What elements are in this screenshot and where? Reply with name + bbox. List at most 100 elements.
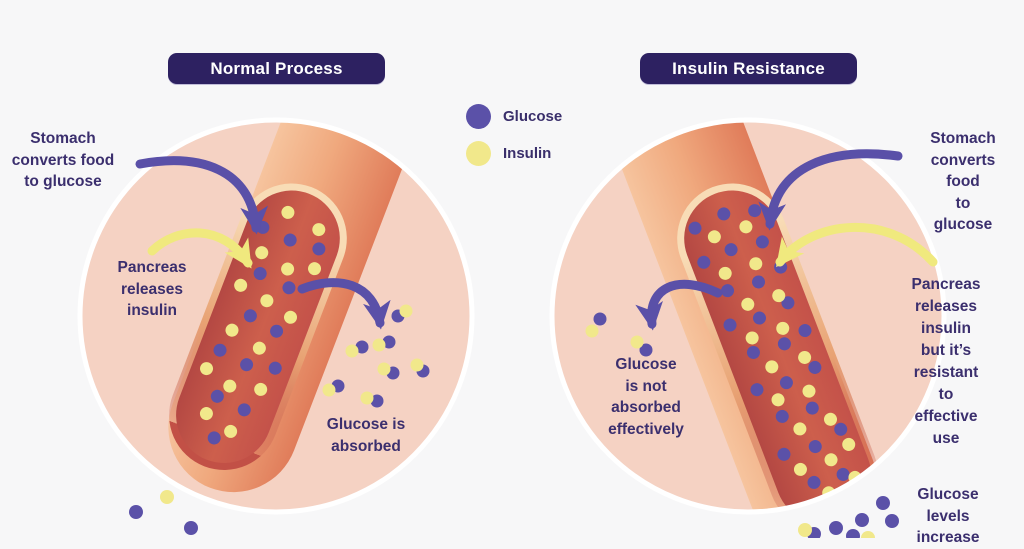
insulin-dot [372, 338, 386, 352]
insulin-dot [585, 324, 599, 338]
glucose-dot [370, 394, 384, 408]
glucose-dot [717, 207, 731, 221]
glucose-dot [184, 521, 198, 535]
insulin-dot [772, 289, 786, 303]
legend-row-glucose: Glucose [466, 103, 562, 129]
left-absorb-arrow [297, 278, 391, 330]
glucose-dot [382, 335, 396, 349]
glucose-dot [831, 498, 845, 510]
insulin-dot [308, 262, 322, 276]
glucose-dot [750, 383, 764, 397]
absorbed-glucose-insulin-pairs [322, 304, 430, 408]
right-result-label: Glucose is not absorbed effectively [608, 356, 684, 438]
insulin-dot [739, 220, 753, 234]
glucose-dot [724, 243, 738, 257]
glucose-dot [755, 235, 769, 249]
right-title: Insulin Resistance [672, 58, 825, 78]
right-pancreas-label: Pancreas releases insulin but it’s resis… [911, 276, 981, 447]
insulin-dot [771, 393, 785, 407]
insulin-dot [798, 523, 812, 537]
insulin-dot [284, 310, 298, 324]
insulin-dot [199, 407, 213, 421]
glucose-spill-dots [798, 496, 899, 538]
glucose-dot [805, 401, 819, 415]
insulin-dot [823, 412, 837, 426]
insulin-dot [707, 230, 721, 244]
glucose-dot [798, 324, 812, 338]
insulin-dot [410, 358, 424, 372]
glucose-dot [688, 221, 702, 235]
glucose-dot [752, 275, 766, 289]
glucose-dot [829, 521, 843, 535]
right-lumen-dots [688, 204, 862, 510]
glucose-dot [253, 267, 267, 281]
glucose-increase-label: Glucose levels increase [916, 486, 980, 546]
insulin-dot [224, 424, 238, 438]
left-result-label: Glucose is absorbed [326, 416, 406, 455]
insulin-dot [360, 391, 374, 405]
glucose-dot [268, 361, 282, 375]
insulin-dot [255, 246, 269, 260]
glucose-dot [808, 440, 822, 454]
insulin-dot [817, 507, 831, 510]
glucose-dot [779, 376, 793, 390]
left-title-pill: Normal Process [168, 53, 385, 84]
glucose-dot [834, 422, 848, 436]
left-title: Normal Process [210, 58, 343, 78]
insulin-dot [749, 257, 763, 271]
glucose-dot [836, 467, 850, 481]
right-circle-ring [549, 117, 947, 515]
glucose-dot [213, 343, 227, 357]
insulin-dot [260, 294, 274, 308]
legend-insulin-label: Insulin [503, 144, 552, 162]
left-vessel-group [168, 122, 460, 493]
right-pancreas-arrow [775, 222, 938, 268]
glucose-dot [885, 514, 899, 528]
insulin-dot [322, 383, 336, 397]
glucose-dot [721, 284, 735, 298]
legend-row-insulin: Insulin [466, 140, 562, 166]
glucose-dot [129, 505, 143, 519]
legend-glucose-label: Glucose [503, 107, 563, 125]
glucose-dot [283, 233, 297, 247]
right-stomach-arrow [758, 149, 903, 231]
insulin-dot [842, 437, 856, 451]
glucose-dot [777, 337, 791, 351]
glucose-dot [808, 360, 822, 374]
right-vessel-group [564, 122, 879, 510]
insulin-dot [824, 453, 838, 467]
glucose-dot [855, 513, 869, 527]
insulin-dot-icon [466, 140, 491, 166]
glucose-dot [746, 345, 760, 359]
insulin-dot [861, 531, 875, 538]
glucose-dot [781, 296, 795, 310]
glucose-dot-icon [466, 103, 491, 129]
glucose-dot [270, 324, 284, 338]
glucose-dot [697, 255, 711, 269]
glucose-dot [282, 281, 296, 295]
glucose-dot [807, 475, 821, 489]
insulin-dot [223, 379, 237, 393]
glucose-dot [639, 343, 653, 357]
glucose-dot [355, 340, 369, 354]
insulin-dot [254, 382, 268, 396]
right-notabsorb-arrow [635, 279, 723, 331]
diagram-canvas [80, 117, 947, 538]
insulin-dot [234, 278, 248, 292]
insulin-dot [776, 321, 790, 335]
glucose-dot [237, 403, 251, 417]
insulin-dot [160, 490, 174, 504]
right-title-pill: Insulin Resistance [640, 53, 857, 84]
insulin-dot [399, 304, 413, 318]
insulin-dot [281, 205, 295, 219]
left-stomach-arrow [135, 156, 269, 235]
insulin-dot [793, 462, 807, 476]
insulin-dot [281, 262, 295, 276]
insulin-dot [630, 335, 644, 349]
glucose-dot [752, 311, 766, 325]
insulin-dot [745, 331, 759, 345]
left-outside-dots [129, 490, 198, 535]
glucose-dot [243, 309, 257, 323]
glucose-dot [312, 242, 326, 256]
insulin-dot [312, 223, 326, 237]
